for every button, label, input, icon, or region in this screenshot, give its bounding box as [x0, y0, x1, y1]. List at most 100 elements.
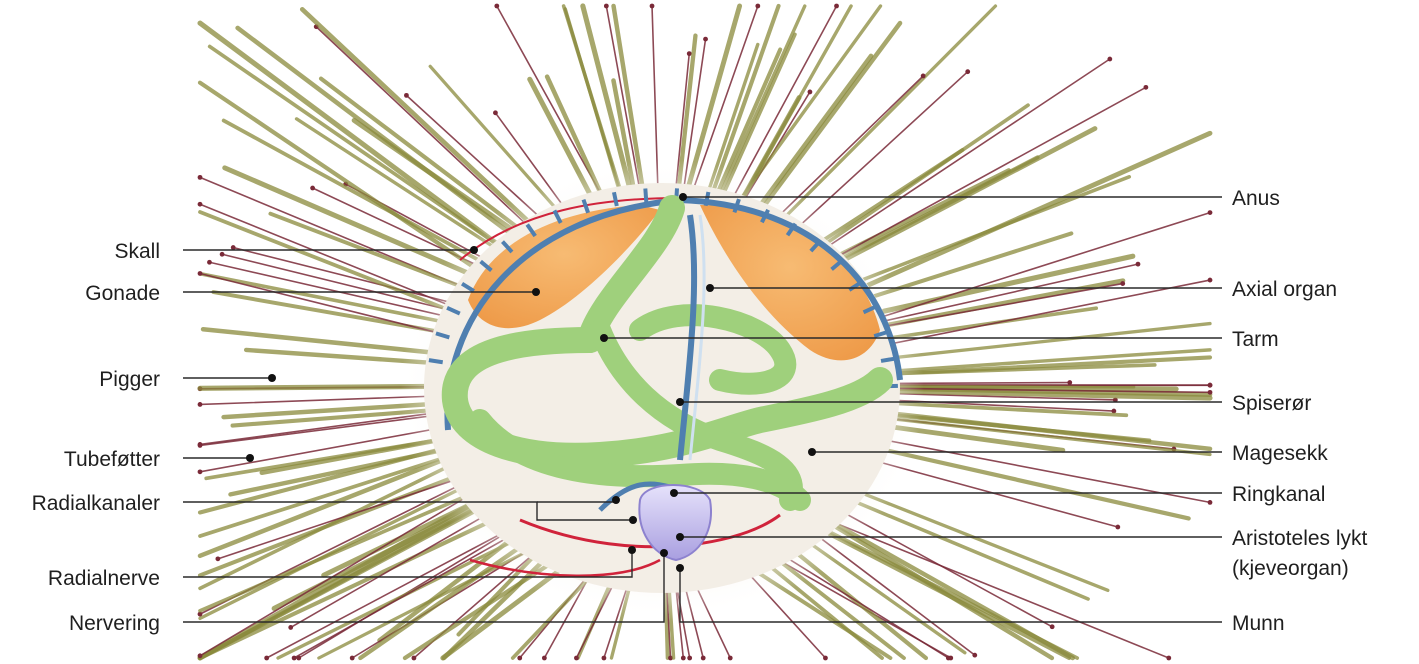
plate-tick	[645, 189, 646, 203]
tube-foot-tip	[1120, 281, 1125, 286]
label-anus: Anus	[1232, 187, 1280, 210]
spine	[200, 386, 427, 388]
tube-foot-tip	[231, 245, 236, 250]
dot-gonade	[532, 288, 540, 296]
tube-foot-tip	[198, 653, 203, 658]
tube-foot-tip	[808, 90, 813, 95]
tube-foot-tip	[834, 4, 839, 9]
dot-pigger	[268, 374, 276, 382]
tube-foot-tip	[215, 556, 220, 561]
plate-tick	[706, 192, 709, 206]
label-axial-organ: Axial organ	[1232, 278, 1337, 301]
tube-foot-tip	[198, 469, 203, 474]
tube-foot-tip	[604, 4, 609, 9]
dot-nervering	[660, 549, 668, 557]
tube-foot-tip	[823, 656, 828, 661]
tube-foot-tip	[198, 175, 203, 180]
label-aristoteles: Aristoteles lykt	[1232, 527, 1368, 550]
label-aristoteles-sub: (kjeveorgan)	[1232, 557, 1349, 580]
tube-foot	[824, 87, 1146, 264]
label-tubefotter: Tubeføtter	[64, 448, 160, 471]
dot-radialnerve	[628, 546, 636, 554]
tube-foot-tip	[1166, 656, 1171, 661]
tube-foot-tip	[1050, 624, 1055, 629]
tube-foot-tip	[310, 186, 315, 191]
dot-ringkanal	[670, 489, 678, 497]
tube-foot-tip	[350, 656, 355, 661]
tube-foot-tip	[687, 656, 692, 661]
dot-tubefotter	[246, 454, 254, 462]
label-tarm: Tarm	[1232, 328, 1279, 351]
label-pigger: Pigger	[99, 368, 160, 391]
label-magesekk: Magesekk	[1232, 442, 1328, 465]
tube-foot-tip	[650, 4, 655, 9]
tube-foot-tip	[493, 110, 498, 115]
tube-foot-tip	[404, 93, 409, 98]
label-spiseror: Spiserør	[1232, 392, 1311, 415]
label-ringkanal: Ringkanal	[1232, 483, 1325, 506]
tube-foot-tip	[687, 51, 692, 56]
tube-foot-tip	[1208, 383, 1213, 388]
label-nervering: Nervering	[69, 612, 160, 635]
tube-foot-tip	[1208, 500, 1213, 505]
tube-foot-tip	[1208, 390, 1213, 395]
label-gonade: Gonade	[85, 282, 160, 305]
tube-foot-tip	[494, 4, 499, 9]
dot-anus	[679, 193, 687, 201]
label-munn: Munn	[1232, 612, 1285, 635]
dot-radialkanaler-b	[612, 496, 620, 504]
plate-tick	[881, 359, 895, 361]
left-labels: Skall Gonade Pigger Tubeføtter Radialkan…	[32, 240, 160, 635]
label-radialkanaler: Radialkanaler	[32, 492, 160, 515]
tube-foot-tip	[412, 656, 417, 661]
tube-foot-tip	[220, 252, 225, 257]
dot-munn	[676, 564, 684, 572]
tube-foot-tip	[207, 260, 212, 265]
tube-foot-tip	[972, 653, 977, 658]
tube-foot-tip	[198, 402, 203, 407]
dot-aristoteles	[676, 533, 684, 541]
tube-foot-tip	[1115, 525, 1120, 530]
tube-foot-tip	[1208, 278, 1213, 283]
tube-foot-tip	[728, 656, 733, 661]
tube-foot-tip	[1136, 262, 1141, 267]
tube-foot-tip	[1208, 210, 1213, 215]
tube-foot-tip	[921, 74, 926, 79]
tube-foot-tip	[198, 442, 203, 447]
dot-skall	[470, 246, 478, 254]
tube-foot-tip	[701, 656, 706, 661]
dot-axial	[706, 284, 714, 292]
tube-foot-tip	[602, 656, 607, 661]
tube-foot-tip	[965, 69, 970, 74]
plate-tick	[429, 360, 443, 362]
tube-foot-tip	[542, 656, 547, 661]
label-radialnerve: Radialnerve	[48, 567, 160, 590]
tube-foot-tip	[1067, 380, 1072, 385]
tube-foot	[884, 280, 1210, 345]
spine	[849, 499, 1088, 599]
tube-foot-tip	[574, 656, 579, 661]
tube-foot	[871, 213, 1210, 321]
dot-spiseror	[676, 398, 684, 406]
dot-magesekk	[808, 448, 816, 456]
tube-foot-tip	[198, 202, 203, 207]
tube-foot-tip	[755, 4, 760, 9]
tube-foot-tip	[946, 656, 951, 661]
tube-foot-tip	[1107, 57, 1112, 62]
label-skall: Skall	[114, 240, 160, 263]
tube-foot-tip	[288, 625, 293, 630]
tube-foot-tip	[264, 656, 269, 661]
tube-foot-tip	[292, 656, 297, 661]
tube-foot-tip	[517, 656, 522, 661]
tube-foot-tip	[1143, 85, 1148, 90]
tube-foot-tip	[681, 656, 686, 661]
right-labels: Anus Axial organ Tarm Spiserør Magesekk …	[1232, 187, 1368, 635]
dot-tarm	[600, 334, 608, 342]
dot-radialkanaler-a	[629, 516, 637, 524]
tube-foot-tip	[198, 271, 203, 276]
plate-tick	[614, 192, 617, 206]
tube-foot-tip	[703, 37, 708, 42]
tube-foot	[497, 6, 601, 194]
